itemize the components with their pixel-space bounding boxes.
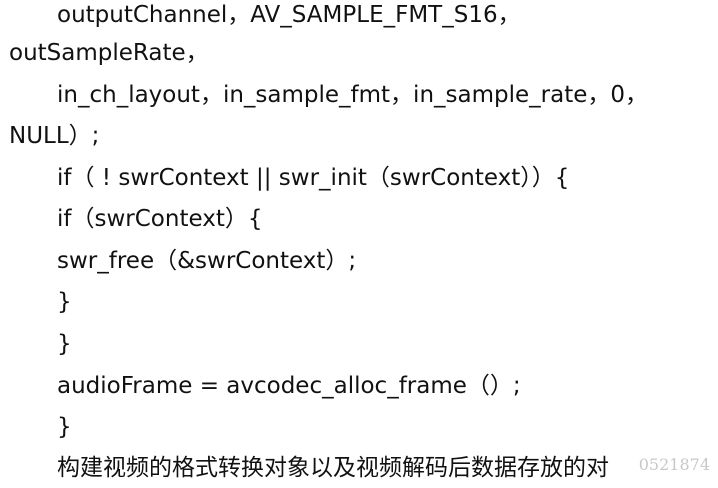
paragraph-line-chinese: 构建视频的格式转换对象以及视频解码后数据存放的对 [57, 455, 609, 481]
code-line-out-sample-rate: outSampleRate， [9, 40, 209, 66]
code-line-swr-free: swr_free（&swrContext）; [57, 248, 357, 274]
code-line-audio-frame: audioFrame = avcodec_alloc_frame（）; [57, 373, 521, 399]
code-line-if-swr-init: if（ ! swrContext || swr_init（swrContext）… [57, 165, 570, 191]
code-line-if-swr-context: if（swrContext）{ [57, 206, 263, 232]
code-line-output-channel: outputChannel，AV_SAMPLE_FMT_S16， [57, 2, 521, 28]
code-line-null-close: NULL）; [9, 123, 100, 149]
code-line-input-params: in_ch_layout，in_sample_fmt，in_sample_rat… [57, 82, 649, 108]
code-line-close-brace-1: } [57, 289, 72, 315]
watermark-text: 0521874 [638, 455, 710, 474]
code-line-close-brace-3: } [57, 414, 72, 440]
code-line-close-brace-2: } [57, 331, 72, 357]
